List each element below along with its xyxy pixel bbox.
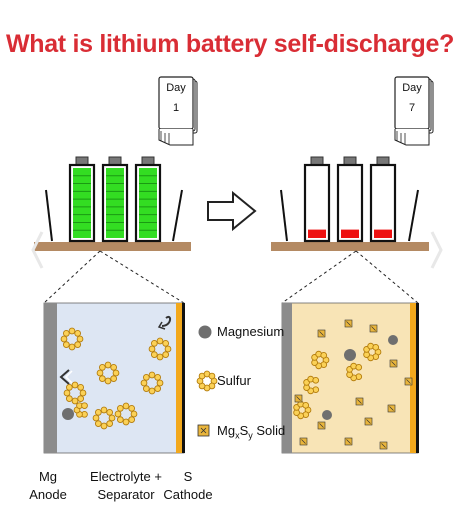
mgxsy-solid [355,397,364,406]
magnesium-dot-icon [198,325,212,339]
calendar-icon-day-7 [394,76,434,146]
magnesium-ion [388,335,398,345]
magnesium-ion [344,349,356,361]
mgxsy-solid [344,319,353,328]
zoom-line [355,250,419,304]
legend-magnesium: Magnesium [217,324,285,339]
pole [45,189,53,242]
mgxsy-solid [389,359,398,368]
mgxsy-solid [387,404,396,413]
fresh-cell [43,302,185,454]
calendar-day-number: 1 [172,102,180,114]
pole [172,189,183,242]
magnesium-ion [62,408,74,420]
sulfur-ring-icon [148,337,172,361]
pole [408,189,419,242]
calendar-day-number: 7 [408,102,416,114]
mgxsy-solid [299,437,308,446]
calendar-icon-day-1 [158,76,198,146]
sulfur-ring-icon [303,375,320,395]
sulfur-ring-icon [63,381,87,405]
battery-charge-fill [374,229,392,238]
mgxsy-solid [317,329,326,338]
battery-charge-fill [341,229,359,238]
sulfur-ring-icon [311,350,330,370]
battery-icon [336,156,364,243]
sulfur-ring-icon [73,402,88,418]
legend-mgxsy-solid: MgxSy Solid [217,423,286,441]
sulfur-ring-icon [114,402,138,426]
chevron-left-icon[interactable] [30,230,46,270]
magnesium-ion [322,410,332,420]
sulfur-ring-icon [293,400,312,420]
sulfur-ring-icon [196,370,218,392]
zoom-line [281,250,357,304]
shelf-left [34,242,191,251]
page-title: What is lithium battery self-discharge? [5,30,455,58]
mgxsy-solid [379,441,388,450]
arrow-right-icon [207,190,257,232]
mgxsy-solid [294,394,303,403]
sulfur-ring-icon [196,370,218,392]
sulfur-ring-icon [92,406,116,430]
sulfur-ring-icon [60,327,84,351]
sulfur-ring-icon [96,361,120,385]
sulfur-ring-icon [140,371,164,395]
battery-icon [369,156,397,243]
zoom-line [99,250,185,304]
battery-charge-fill [139,168,157,238]
chevron-right-icon[interactable] [428,230,444,270]
battery-charge-fill [73,168,91,238]
battery-icon [134,156,162,243]
mgxsy-solid [369,324,378,333]
mgxsy-solid-icon [197,424,210,437]
shelf-right [271,242,429,251]
battery-icon [68,156,96,243]
battery-icon [101,156,129,243]
mgxsy-solid [317,421,326,430]
mgxsy-solid [364,417,373,426]
calendar-day-label: Day [166,82,186,94]
mgxsy-solid [404,377,413,386]
mgxsy-solid [344,437,353,446]
battery-charge-fill [308,229,326,238]
electrolyte-label: Electrolyte +Separator [90,469,162,502]
sulfur-ring-icon [346,362,363,382]
legend-sulfur: Sulfur [217,373,251,388]
sulfur-ring-icon [363,342,382,362]
s-cathode [176,303,182,453]
battery-charge-fill [106,168,124,238]
zoom-line [43,250,101,304]
battery-icon [303,156,331,243]
pole [280,189,288,242]
aged-cell [281,302,419,454]
calendar-day-label: Day [402,82,422,94]
mg-anode [44,303,57,453]
